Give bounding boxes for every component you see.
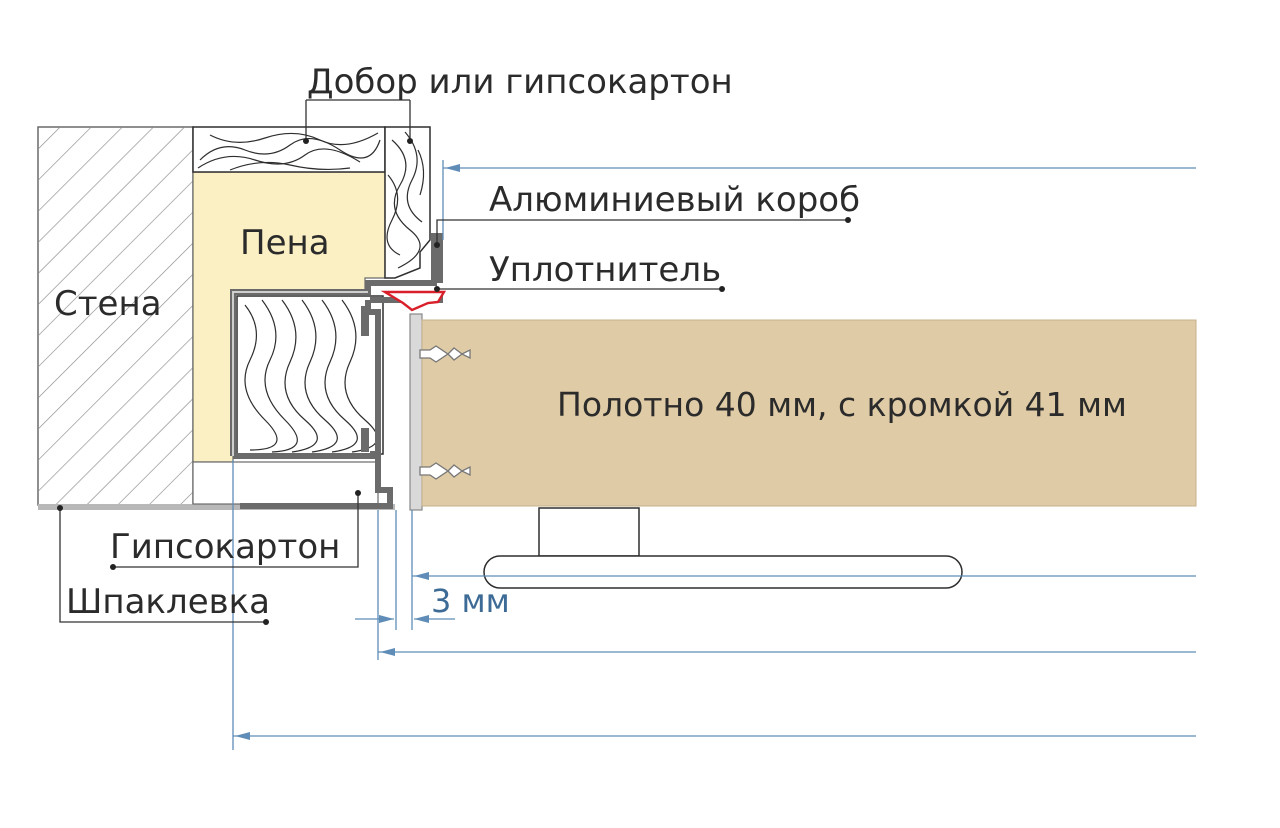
profile-outline (232, 291, 368, 456)
dowel-bottom (419, 462, 471, 480)
dowel-top (419, 345, 471, 363)
leader-aluminum-box (434, 217, 851, 248)
leader-dobor (303, 99, 413, 144)
wooden-beam (236, 295, 384, 455)
door-handle (483, 507, 963, 589)
dobor-board-top (192, 126, 386, 173)
door-leaf (421, 319, 1197, 507)
label-foam: Пена (240, 223, 330, 263)
seal (380, 290, 447, 312)
leader-drywall (110, 490, 361, 570)
label-door-leaf: Полотно 40 мм, с кромкой 41 мм (557, 385, 1127, 424)
label-dobor: Добор или гипсокартон (307, 62, 733, 102)
label-putty: Шпаклевка (66, 582, 270, 622)
label-seal: Уплотнитель (489, 250, 721, 290)
dimension-lines (232, 160, 1196, 750)
leader-putty (57, 505, 269, 625)
leader-seal (434, 286, 725, 292)
label-drywall: Гипсокартон (110, 527, 340, 567)
drywall-piece (192, 461, 379, 505)
wall (37, 126, 395, 510)
label-gap: 3 мм (431, 582, 510, 620)
door-edge-strip (409, 313, 423, 511)
label-wall: Стена (54, 284, 162, 324)
label-aluminum-box: Алюминиевый короб (489, 180, 860, 220)
dobor-board-vertical (384, 126, 431, 279)
